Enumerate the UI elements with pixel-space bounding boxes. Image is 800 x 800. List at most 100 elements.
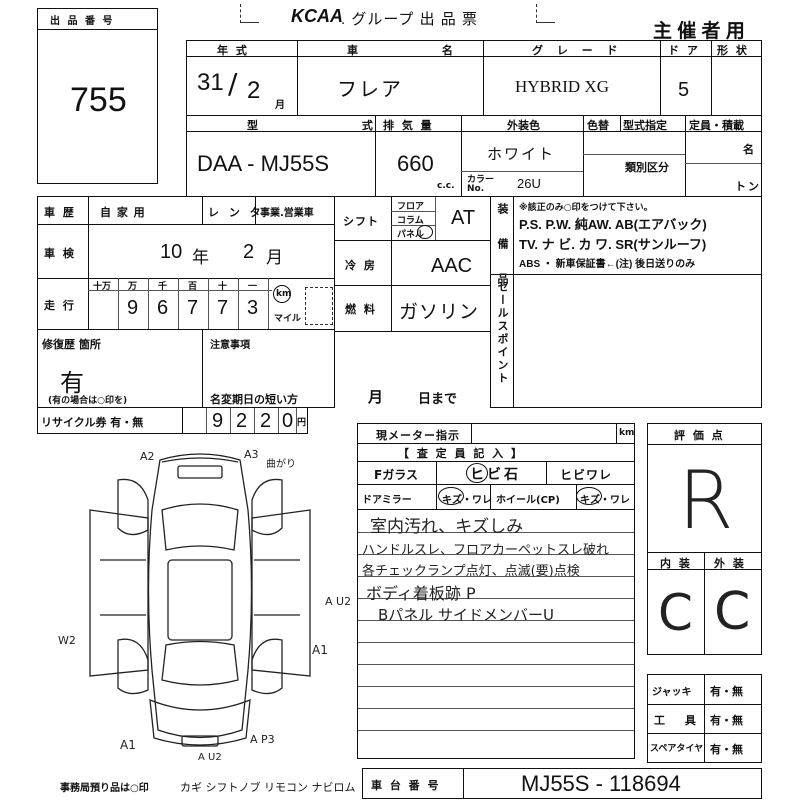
digit-label-100: 百 [188, 282, 198, 292]
equipment-line-2: TV. ナ ビ. カ ワ. SR(サンルーフ) [519, 237, 707, 252]
chassis-number: MJ55S - 118694 [521, 771, 681, 796]
mileage-digit-100: 7 [187, 297, 199, 319]
recycle-digit-3: 2 [260, 410, 272, 432]
shift-option-column[interactable]: コラム [397, 216, 424, 226]
header-bracket-right [536, 4, 555, 23]
shift-label: シフト [343, 215, 379, 228]
spare-value[interactable]: 有・無 [710, 743, 743, 756]
inspection-note-5: Bパネル サイドメンバーU [378, 606, 555, 624]
digit-label-1: 一 [248, 282, 258, 292]
inspection-year-unit: 年 [192, 248, 209, 267]
shift-option-panel[interactable]: パネル [397, 230, 425, 240]
spare-label: スペアタイヤ [650, 744, 704, 754]
glass-option: ヒビワレ [560, 468, 613, 482]
repair-note: (有の場合は○印を) [48, 396, 128, 406]
mirror-label: ドアミラー [362, 495, 412, 506]
digit-label-1k: 千 [158, 282, 168, 292]
diagram-mark-a3: A3 [244, 448, 259, 461]
load-unit: トン [735, 180, 761, 193]
ac-value: AAC [431, 255, 473, 277]
deadline-day-label: 日まで [418, 391, 458, 406]
drivetrain-table: シフト フロア コラム パネル AT 冷 房 AAC 燃 料 ガソリン [334, 196, 491, 332]
displacement-value: 660 [397, 151, 434, 176]
inspection-year: 10 [160, 241, 183, 263]
shift-value: AT [451, 207, 476, 229]
chassis-label: 車 台 番 号 [371, 779, 441, 792]
mileage-blank-box [305, 287, 333, 325]
digit-label-100k: 十万 [93, 282, 112, 292]
inspection-note-4: ボディ着板跡 P [366, 584, 476, 603]
accessories-table: ジャッキ 有・無 工 具 有・無 スペアタイヤ 有・無 [647, 674, 762, 763]
rating-table: 評 価 点 R 内 装 外 装 C C [647, 423, 762, 655]
diagram-mark-bent: 曲がり [266, 459, 296, 470]
capacity-label: 定員・積載 [689, 119, 744, 132]
interior-grade: C [658, 584, 693, 642]
brand-logo: KCAA [291, 6, 343, 26]
repair-value: 有 [60, 370, 84, 397]
diagram-mark-ap3: A P3 [250, 733, 275, 746]
equipment-note: ※該正のみ○印をつけて下さい。 [519, 203, 653, 213]
office-items: カギ シフトノブ リモコン ナビロム [180, 781, 356, 794]
shift-option-floor[interactable]: フロア [397, 202, 425, 212]
mileage-digit-10k: 9 [127, 297, 139, 319]
history-option-business[interactable]: 事業.営業車 [260, 208, 314, 219]
shape-label: 形 状 [717, 44, 749, 57]
wheel-value: キズ・ワレ [580, 495, 630, 506]
lot-number: 755 [70, 81, 127, 119]
car-damage-diagram [89, 453, 311, 747]
diagram-mark-au2: A U2 [325, 595, 352, 608]
fuel-label: 燃 料 [345, 303, 377, 316]
year-label: 年 式 [217, 44, 249, 57]
mile-label: マイル [274, 314, 302, 324]
history-label: 車 歴 [44, 206, 76, 219]
tools-value[interactable]: 有・無 [710, 714, 743, 727]
km-label: km [276, 289, 292, 299]
history-table: 車 歴 自 家 用 レ ン タ 事業.営業車 車 検 10 年 2 月 走 行 … [37, 196, 335, 408]
model-label: 型 式 [247, 119, 423, 132]
color-no-value: 26U [517, 176, 541, 191]
inspection-label: 車 検 [44, 247, 76, 260]
mirror-circle [438, 487, 464, 505]
tools-label: 工 具 [654, 714, 704, 727]
color-change-label: 色替 [587, 119, 609, 132]
color-no-label: カラー No. [467, 175, 495, 194]
ac-label: 冷 房 [345, 259, 377, 272]
mirror-value: キズ・ワレ [442, 495, 492, 506]
shift-panel-circle [417, 225, 433, 239]
repair-label: 修復歴 箇所 [42, 338, 101, 351]
lot-number-box: 出 品 番 号 755 [37, 8, 158, 184]
equipment-line-1: P.S. P.W. 純AW. AB(エアバック) [519, 217, 707, 232]
vehicle-table: 年 式 31 / 2 月 車 名 フレア グ レ ー ド HYBRID XG ド… [186, 40, 762, 197]
year-value: 31 [197, 69, 224, 96]
inspection-month-unit: 月 [266, 248, 283, 267]
jack-value[interactable]: 有・無 [710, 685, 743, 698]
mileage-digit-1: 3 [247, 297, 259, 319]
exterior-color-label: 外装色 [507, 119, 540, 132]
class-label: 類別区分 [625, 161, 669, 174]
diagram-mark-a2-top: A2 [140, 450, 155, 463]
year-slash: / [228, 67, 238, 100]
fuel-value: ガソリン [399, 302, 480, 323]
inspection-month: 2 [243, 241, 255, 263]
cc-unit: c.c. [437, 181, 455, 191]
capacity-unit: 名 [743, 143, 756, 156]
form-title: . グループ 出 品 票 [341, 11, 478, 28]
recycle-digit-1: 9 [212, 410, 224, 432]
yen-unit: 円 [297, 418, 307, 428]
history-option-rental[interactable]: レ ン タ [208, 206, 264, 219]
mileage-digit-10: 7 [217, 297, 229, 319]
digit-label-10: 十 [218, 282, 228, 292]
rating-score: R [678, 454, 734, 547]
model-value: DAA - MJ55S [197, 151, 330, 176]
office-items-label: 事務局預り品は○印 [60, 783, 149, 794]
diagram-mark-w2: W2 [58, 634, 76, 647]
diagram-mark-a1-right: A1 [312, 643, 328, 657]
grade-label: グ レ ー ド [532, 44, 623, 57]
header-bracket-left [240, 4, 259, 23]
inspection-note-3: 各チェックランプ点灯、点滅(要)点検 [362, 564, 580, 579]
short-name-change-label: 名変期日の短い方 [210, 393, 298, 406]
history-option-private[interactable]: 自 家 用 [100, 206, 146, 219]
organizer-label: 主 催 者 用 [653, 21, 745, 42]
inspection-note-1: 室内汚れ、キズしみ [370, 517, 524, 537]
diagram-mark-au2-bottom: A U2 [198, 752, 222, 763]
